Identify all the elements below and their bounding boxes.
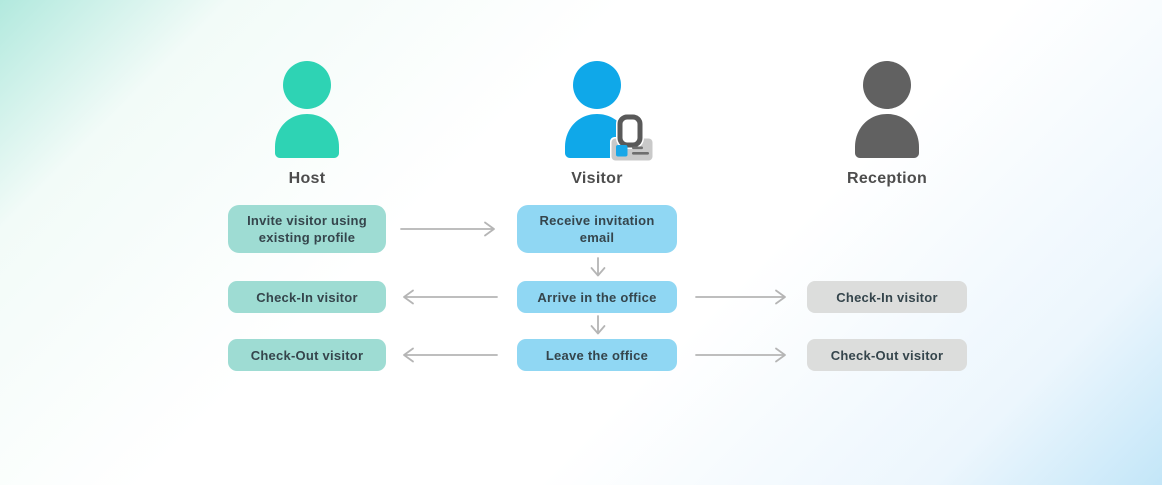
step-host-checkin: Check-In visitor: [228, 281, 386, 313]
arrow-right-invite-to-receive: [400, 219, 498, 239]
step-reception-checkin: Check-In visitor: [807, 281, 967, 313]
reception-person-icon: [853, 60, 921, 158]
reception-label: Reception: [846, 170, 928, 187]
step-arrive-office: Arrive in the office: [517, 281, 677, 313]
step-receive-invitation: Receive invitation email: [517, 205, 677, 253]
step-reception-checkout: Check-Out visitor: [807, 339, 967, 371]
arrow-down-arrive-to-leave: [588, 315, 608, 337]
host-person-icon: [273, 60, 341, 158]
step-leave-office: Leave the office: [517, 339, 677, 371]
step-host-checkout: Check-Out visitor: [228, 339, 386, 371]
arrow-right-arrive-to-reception-checkin: [695, 287, 789, 307]
arrow-left-arrive-to-host-checkin: [402, 287, 498, 307]
step-invite-visitor: Invite visitor using existing profile: [228, 205, 386, 253]
arrow-left-leave-to-host-checkout: [402, 345, 498, 365]
host-label: Host: [288, 170, 326, 187]
arrow-down-receive-to-arrive: [588, 257, 608, 279]
visitor-label: Visitor: [571, 170, 623, 187]
id-badge-icon: [607, 114, 657, 164]
arrow-right-leave-to-reception-checkout: [695, 345, 789, 365]
visitor-person-icon: [563, 60, 654, 162]
